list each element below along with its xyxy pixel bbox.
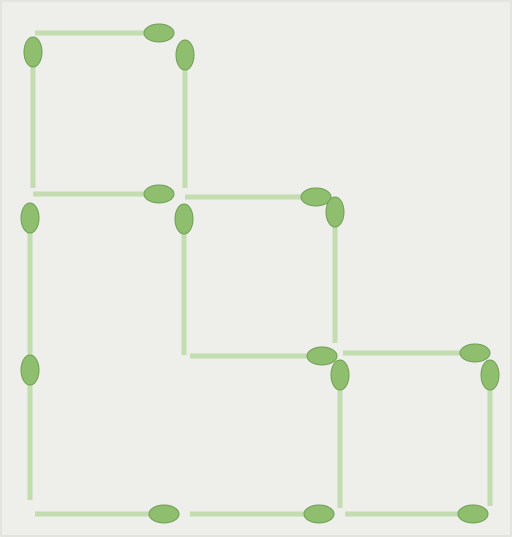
match-head-11	[21, 355, 39, 385]
match-head-13	[481, 360, 499, 390]
match-head-8	[326, 197, 344, 227]
match-head-10	[460, 344, 490, 362]
match-head-2	[24, 37, 42, 67]
match-head-7	[175, 204, 193, 234]
match-head-3	[176, 40, 194, 70]
match-head-5	[301, 188, 331, 206]
match-head-15	[304, 505, 334, 523]
match-head-9	[307, 347, 337, 365]
match-head-16	[458, 505, 488, 523]
match-head-14	[149, 505, 179, 523]
match-head-4	[144, 185, 174, 203]
match-head-12	[331, 360, 349, 390]
match-head-1	[144, 24, 174, 42]
match-head-6	[21, 203, 39, 233]
